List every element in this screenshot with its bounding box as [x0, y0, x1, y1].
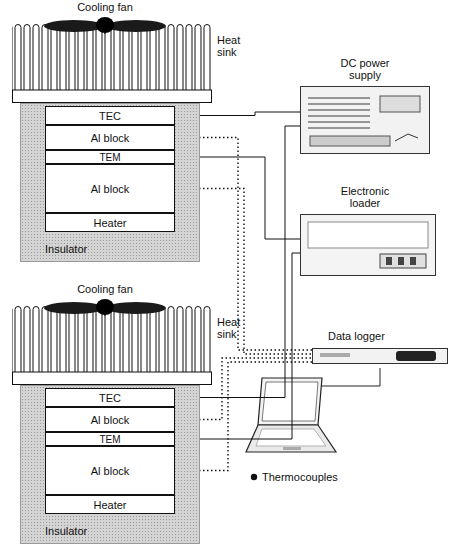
insulator-label: Insulator [45, 525, 87, 537]
layer-block-label: TEC [99, 392, 121, 404]
layer-block-label: TEM [99, 152, 120, 163]
layer-block: Heater [45, 213, 175, 232]
cooling-fan-label: Cooling fan [40, 283, 170, 295]
layer-block: Al block [45, 125, 175, 150]
layer-block-label: Al block [91, 183, 130, 195]
layer-block: TEM [45, 432, 175, 446]
insulator-label: Insulator [45, 243, 87, 255]
layer-block: TEC [45, 388, 175, 407]
data-logger-art [312, 344, 448, 368]
layer-block: TEM [45, 150, 175, 164]
heat-sink-label: Heat sink [217, 34, 247, 58]
heat-sink-label: Heat sink [217, 316, 247, 340]
insulator: InsulatorTECAl blockTEMAl blockHeater [20, 385, 200, 544]
heat-sink: Heat sink [12, 24, 212, 103]
electronic-loader: Electronic loader [300, 214, 436, 276]
layer-block: Heater [45, 495, 175, 514]
electronic-loader-art [300, 214, 436, 276]
layer-block: Al block [45, 407, 175, 432]
layer-block-label: TEM [99, 434, 120, 445]
legend-text: Thermocouples [262, 471, 338, 483]
data-logger-label: Data logger [328, 330, 385, 342]
heat-sink: Heat sink [12, 306, 212, 385]
layer-block: Al block [45, 164, 175, 213]
cable [322, 368, 380, 386]
legend-dot [251, 474, 257, 480]
layer-block-label: Heater [93, 499, 126, 511]
heat-sink-art [12, 24, 212, 103]
layer-block-label: Al block [91, 132, 130, 144]
dc-power-supply: DC power supply [300, 86, 430, 154]
cooling-fan-label: Cooling fan [40, 1, 170, 13]
layer-block-label: Al block [91, 465, 130, 477]
cooling-fan: Cooling fan [40, 282, 170, 316]
layer-block: Al block [45, 446, 175, 495]
heat-sink-art [12, 306, 212, 385]
cooling-fan: Cooling fan [40, 0, 170, 34]
layer-block-label: Al block [91, 414, 130, 426]
layer-block: TEC [45, 106, 175, 125]
dc-power-supply-art [300, 86, 430, 154]
layer-block-label: Heater [93, 217, 126, 229]
layer-block-label: TEC [99, 110, 121, 122]
insulator: InsulatorTECAl blockTEMAl blockHeater [20, 103, 200, 262]
laptop [246, 378, 336, 452]
dc-power-supply-label: DC power supply [330, 57, 400, 81]
electronic-loader-label: Electronic loader [330, 185, 400, 209]
data-logger: Data logger [312, 344, 448, 368]
